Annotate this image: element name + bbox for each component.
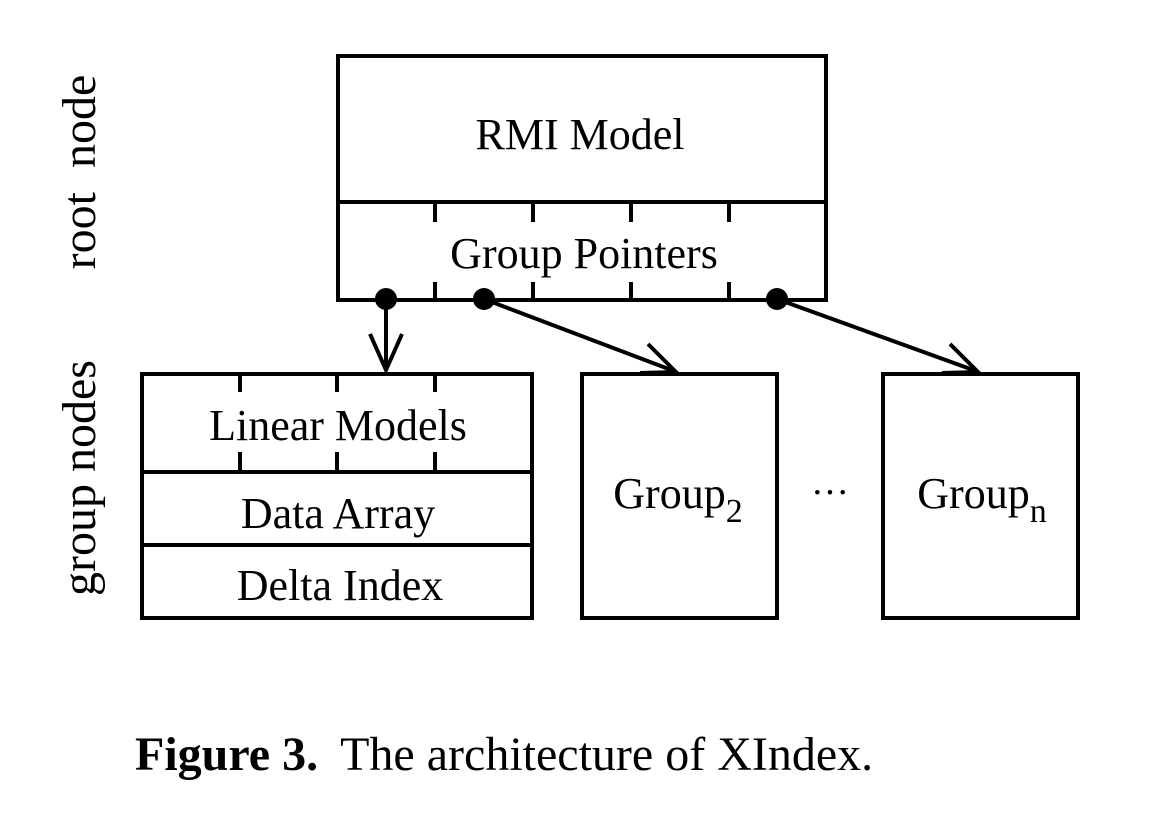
group-2-subscript: 2 — [726, 493, 743, 530]
linear-models-label: Linear Models — [209, 401, 467, 450]
figure-caption: Figure 3. The architecture of XIndex. — [135, 728, 873, 781]
arrow-to-group-n — [776, 297, 977, 373]
group-n-subscript: n — [1030, 493, 1047, 530]
root-node-side-label: root node — [53, 75, 106, 270]
pointer-slot-dividers — [433, 204, 731, 298]
group-2-box: Group2 — [580, 372, 779, 620]
root-node-box: RMI Model Group Pointers — [336, 54, 828, 302]
ellipsis: ··· — [811, 472, 849, 514]
linear-model-dividers — [238, 376, 437, 470]
arrow-to-group-2 — [483, 297, 675, 373]
caption-text: The architecture of XIndex. — [340, 728, 873, 781]
group-nodes-side-label: group nodes — [53, 360, 106, 596]
group-node-1-box: Linear Models Data Array Delta Index — [140, 372, 534, 620]
delta-index-label: Delta Index — [237, 561, 443, 610]
group-n-label: Groupn — [917, 469, 1046, 530]
group-pointers-label: Group Pointers — [450, 229, 718, 278]
rmi-model-label: RMI Model — [476, 110, 685, 159]
data-array-label: Data Array — [241, 489, 435, 538]
caption-prefix: Figure 3. — [135, 728, 318, 781]
group-n-box: Groupn — [881, 372, 1080, 620]
pointer-arrows — [368, 288, 983, 375]
group-2-label: Group2 — [613, 469, 742, 530]
